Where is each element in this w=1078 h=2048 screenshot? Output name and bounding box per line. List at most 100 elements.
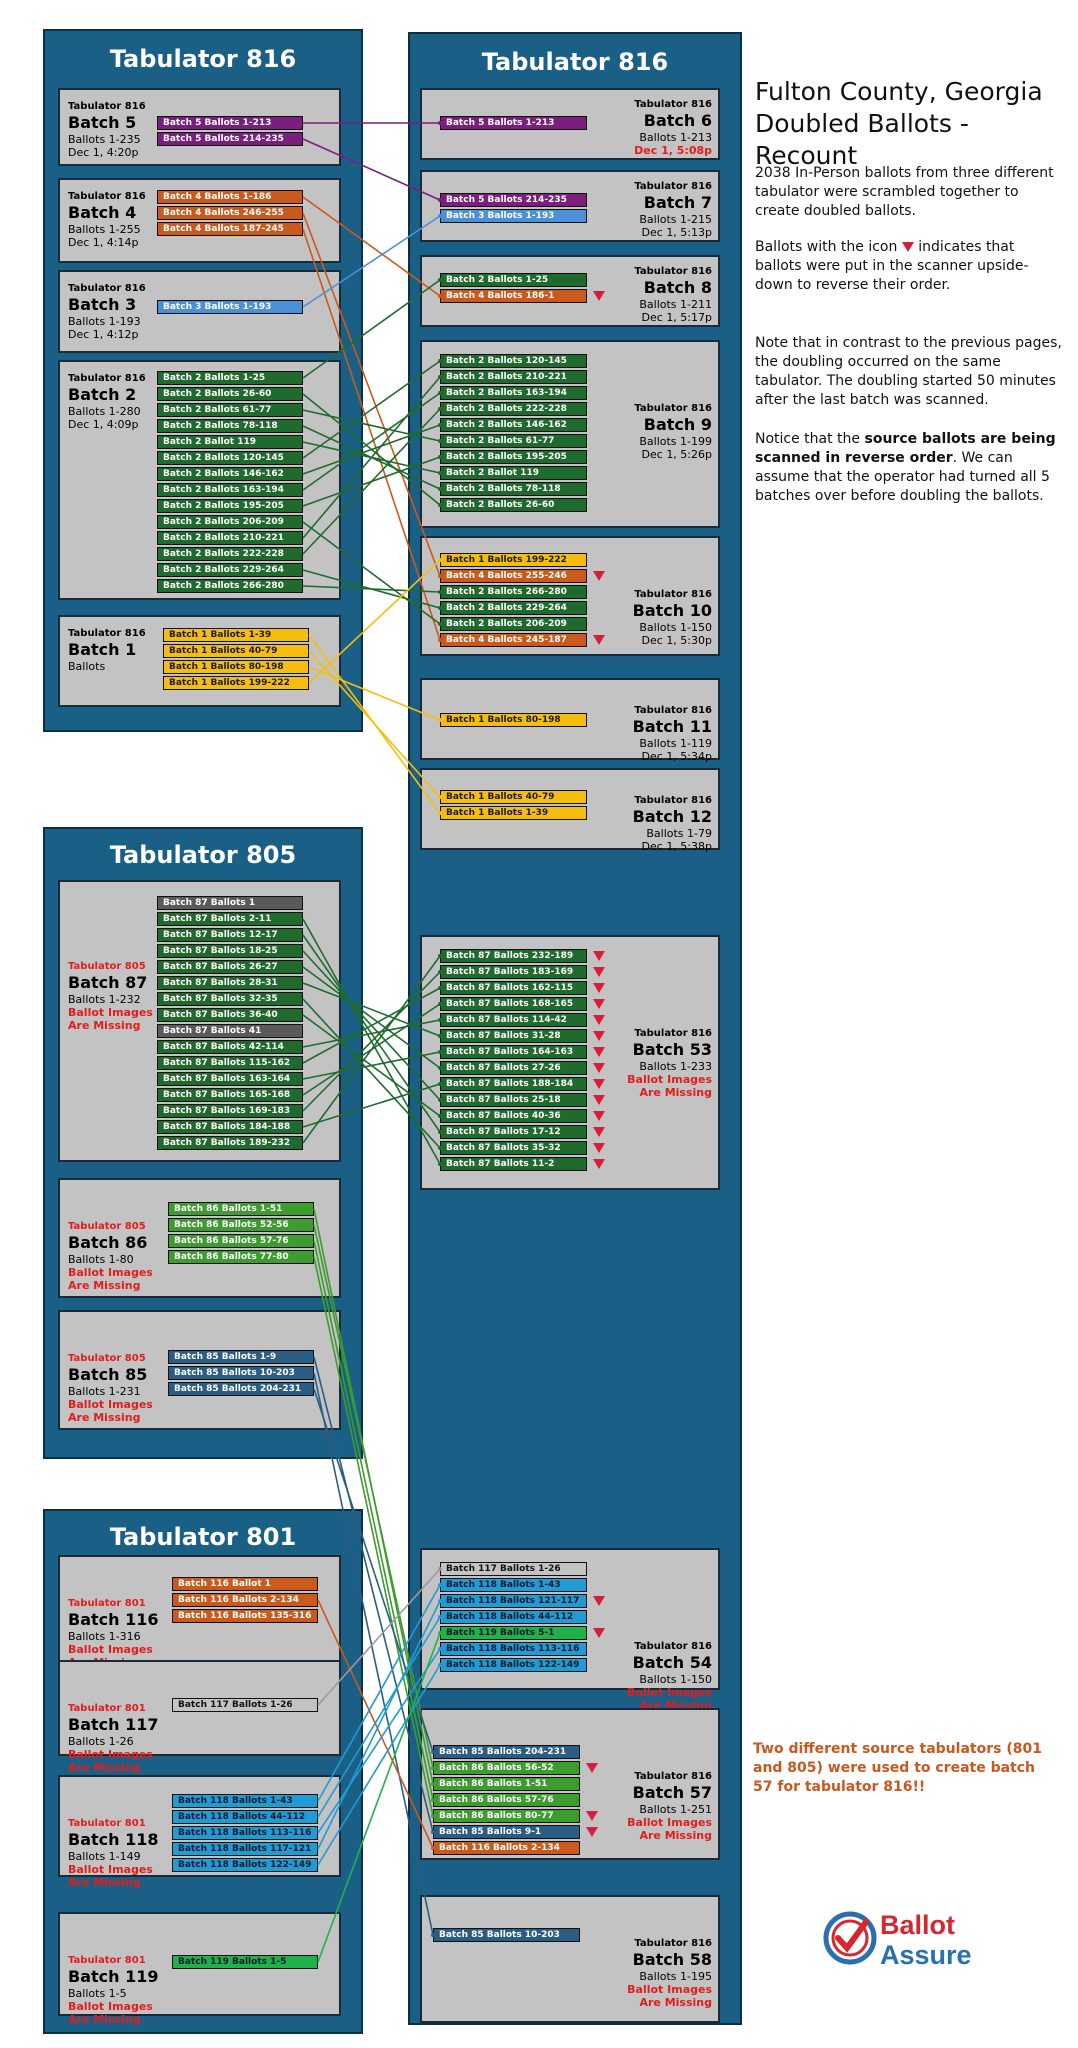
ballot-range-strip: Batch 87 Ballots 115-162 — [157, 1056, 303, 1070]
missing-images-note: Are Missing — [639, 1996, 712, 2009]
reverse-order-icon — [593, 1628, 605, 1638]
ballot-range-strip: Batch 87 Ballots 184-188 — [157, 1120, 303, 1134]
scan-time: Dec 1, 5:08p — [634, 144, 712, 157]
connection-line — [313, 1256, 434, 1817]
ballot-range-strip: Batch 2 Ballots 229-264 — [157, 563, 303, 577]
scan-time: Dec 1, 5:26p — [641, 448, 712, 461]
note-paragraph-3: Note that in contrast to the previous pa… — [755, 335, 1062, 408]
batch-name: Batch 12 — [632, 807, 712, 826]
batch-name: Batch 4 — [68, 203, 137, 222]
batch-name: Batch 2 — [68, 385, 137, 404]
tabulator-name: Tabulator 816 — [634, 181, 712, 192]
warning-note: Two different source tabulators (801 and… — [753, 1741, 1042, 1795]
ballot-range-strip: Batch 1 Ballots 199-222 — [163, 676, 309, 690]
ballot-strip-list: Batch 119 Ballots 1-5 — [172, 1955, 318, 1971]
tabulator-name: Tabulator 816 — [634, 403, 712, 414]
connection-endpoint — [438, 1082, 442, 1086]
ballot-range-strip: Batch 87 Ballots 41 — [157, 1024, 303, 1038]
tabulator-name: Tabulator 816 — [634, 99, 712, 110]
batch-name: Batch 9 — [643, 415, 712, 434]
batch-name: Batch 6 — [643, 111, 712, 130]
ballot-strip-list: Batch 117 Ballots 1-26 — [172, 1698, 318, 1714]
connection-endpoint — [438, 1098, 442, 1102]
ballot-range-strip: Batch 86 Ballots 57-76 — [168, 1234, 314, 1248]
batch-name: Batch 5 — [68, 113, 137, 132]
missing-images-note: Ballot Images — [68, 1748, 153, 1761]
ballot-range-strip: Batch 118 Ballots 44-112 — [172, 1810, 318, 1824]
connection-line — [302, 966, 441, 1069]
ballot-range-strip: Batch 2 Ballot 119 — [157, 435, 303, 449]
logo-word-assure: Assure — [880, 1940, 972, 1970]
ballot-range: Ballots 1-235 — [68, 133, 141, 146]
connection-line — [302, 1051, 441, 1080]
connection-endpoint — [438, 1050, 442, 1054]
batch-name: Batch 57 — [632, 1783, 712, 1802]
reverse-order-icon — [593, 999, 605, 1009]
reverse-order-icon — [593, 1015, 605, 1025]
note-text: Ballots with the icon — [755, 239, 898, 255]
ballot-range-strip: Batch 116 Ballots 135-316 — [172, 1609, 318, 1623]
connection-endpoint — [438, 471, 442, 475]
ballot-strip-list: Batch 3 Ballots 1-193 — [157, 300, 303, 316]
batch-name: Batch 86 — [68, 1233, 148, 1252]
reverse-order-icon — [593, 1111, 605, 1121]
ballot-range-strip: Batch 2 Ballots 266-280 — [440, 585, 587, 599]
ballot-range-strip: Batch 85 Ballots 9-1 — [433, 1825, 580, 1839]
connection-line — [302, 279, 441, 379]
reverse-order-icon — [593, 967, 605, 977]
ballot-range-strip: Batch 117 Ballots 1-26 — [172, 1698, 318, 1712]
ballot-range-strip: Batch 2 Ballots 222-228 — [157, 547, 303, 561]
connection-line — [317, 1632, 441, 1963]
connection-endpoint — [438, 487, 442, 491]
ballot-range-strip: Batch 5 Ballots 1-213 — [440, 116, 587, 130]
connection-line — [302, 196, 441, 297]
ballot-range-strip: Batch 4 Ballots 246-255 — [157, 206, 303, 220]
connection-endpoint — [438, 1002, 442, 1006]
ballot-range-strip: Batch 3 Ballots 1-193 — [440, 209, 587, 223]
connection-endpoint — [438, 1599, 442, 1603]
ballot-range-strip: Batch 87 Ballots 12-17 — [157, 928, 303, 942]
connection-endpoint — [438, 359, 442, 363]
ballot-range-strip: Batch 116 Ballot 1 — [172, 1577, 318, 1591]
connection-line — [313, 1356, 434, 1833]
connection-endpoint — [438, 1162, 442, 1166]
connection-endpoint — [438, 439, 442, 443]
tabulator-name: Tabulator 816 — [634, 266, 712, 277]
ballot-range: Ballots 1-150 — [639, 1673, 712, 1686]
connection-endpoint — [438, 811, 442, 815]
ballot-range: Ballots 1-79 — [646, 827, 712, 840]
connection-line — [302, 392, 441, 491]
ballot-range-strip: Batch 2 Ballots 61-77 — [440, 434, 587, 448]
ballot-range-strip: Batch 119 Ballots 1-5 — [172, 1955, 318, 1969]
ballot-range-strip: Batch 87 Ballots 11-2 — [440, 1157, 587, 1171]
tabulator-title: Tabulator 816 — [109, 45, 297, 73]
page-title: Fulton County, Georgia Doubled Ballots -… — [755, 76, 1065, 172]
ballot-range-strip: Batch 118 Ballots 44-112 — [440, 1610, 587, 1624]
batch-name: Batch 3 — [68, 295, 137, 314]
ballot-range-strip: Batch 2 Ballots 210-221 — [157, 531, 303, 545]
ballot-range-strip: Batch 118 Ballots 122-149 — [172, 1858, 318, 1872]
connection-endpoint — [438, 558, 442, 562]
ballot-range-strip: Batch 87 Ballots 189-232 — [157, 1136, 303, 1150]
connection-line — [313, 1224, 434, 1769]
tabulator-name: Tabulator 816 — [68, 283, 146, 294]
connection-line — [302, 982, 441, 1037]
reverse-order-icon — [593, 951, 605, 961]
missing-images-note: Are Missing — [639, 1829, 712, 1842]
missing-images-note: Are Missing — [639, 1086, 712, 1099]
reverse-order-icon — [593, 1159, 605, 1169]
ballot-range-strip: Batch 4 Ballots 245-187 — [440, 633, 587, 647]
reverse-order-icon — [901, 242, 914, 252]
tabulator-name: Tabulator 801 — [68, 1818, 146, 1829]
